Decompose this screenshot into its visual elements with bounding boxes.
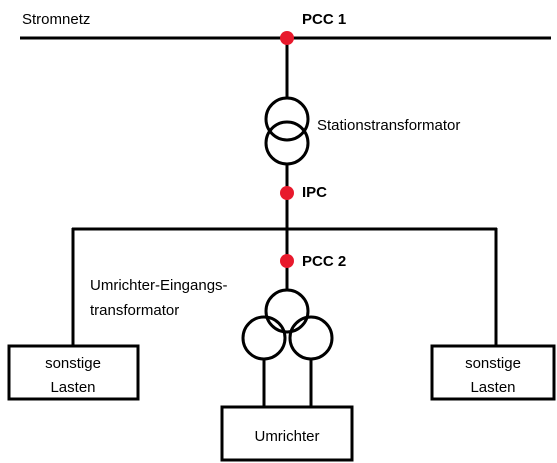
- load-right-label-line2: Lasten: [470, 379, 515, 396]
- station-transformer-secondary-coil: [264, 120, 310, 166]
- load-box-left-frame: [7, 344, 140, 401]
- ipc-node: [280, 186, 294, 200]
- load-box-right: sonstige Lasten: [430, 344, 556, 401]
- station-transformer-symbol: [264, 96, 310, 166]
- converter-transformer-symbol: [241, 288, 334, 361]
- converter-transformer-label-line2: transformator: [90, 302, 179, 319]
- grid-label: Stromnetz: [22, 11, 90, 28]
- converter-label: Umrichter: [254, 428, 319, 445]
- load-right-label-line1: sonstige: [465, 355, 521, 372]
- load-box-left: sonstige Lasten: [7, 344, 140, 401]
- converter-transformer-secondary-coil-left: [241, 315, 287, 361]
- pcc2-node: [280, 254, 294, 268]
- converter-transformer-primary-coil: [264, 288, 310, 334]
- load-left-label-line1: sonstige: [45, 355, 101, 372]
- load-left-label-line2: Lasten: [50, 379, 95, 396]
- pcc1-label: PCC 1: [302, 11, 346, 28]
- converter-box: Umrichter: [220, 405, 354, 462]
- pcc2-label: PCC 2: [302, 253, 346, 270]
- converter-transformer-secondary-coil-right: [288, 315, 334, 361]
- station-transformer-primary-coil: [264, 96, 310, 142]
- pcc1-node: [280, 31, 294, 45]
- load-box-right-frame: [430, 344, 556, 401]
- ipc-label: IPC: [302, 184, 327, 201]
- converter-box-frame: [220, 405, 354, 462]
- station-transformer-label: Stationstransformator: [317, 117, 460, 134]
- converter-transformer-label-line1: Umrichter-Eingangs-: [90, 277, 228, 294]
